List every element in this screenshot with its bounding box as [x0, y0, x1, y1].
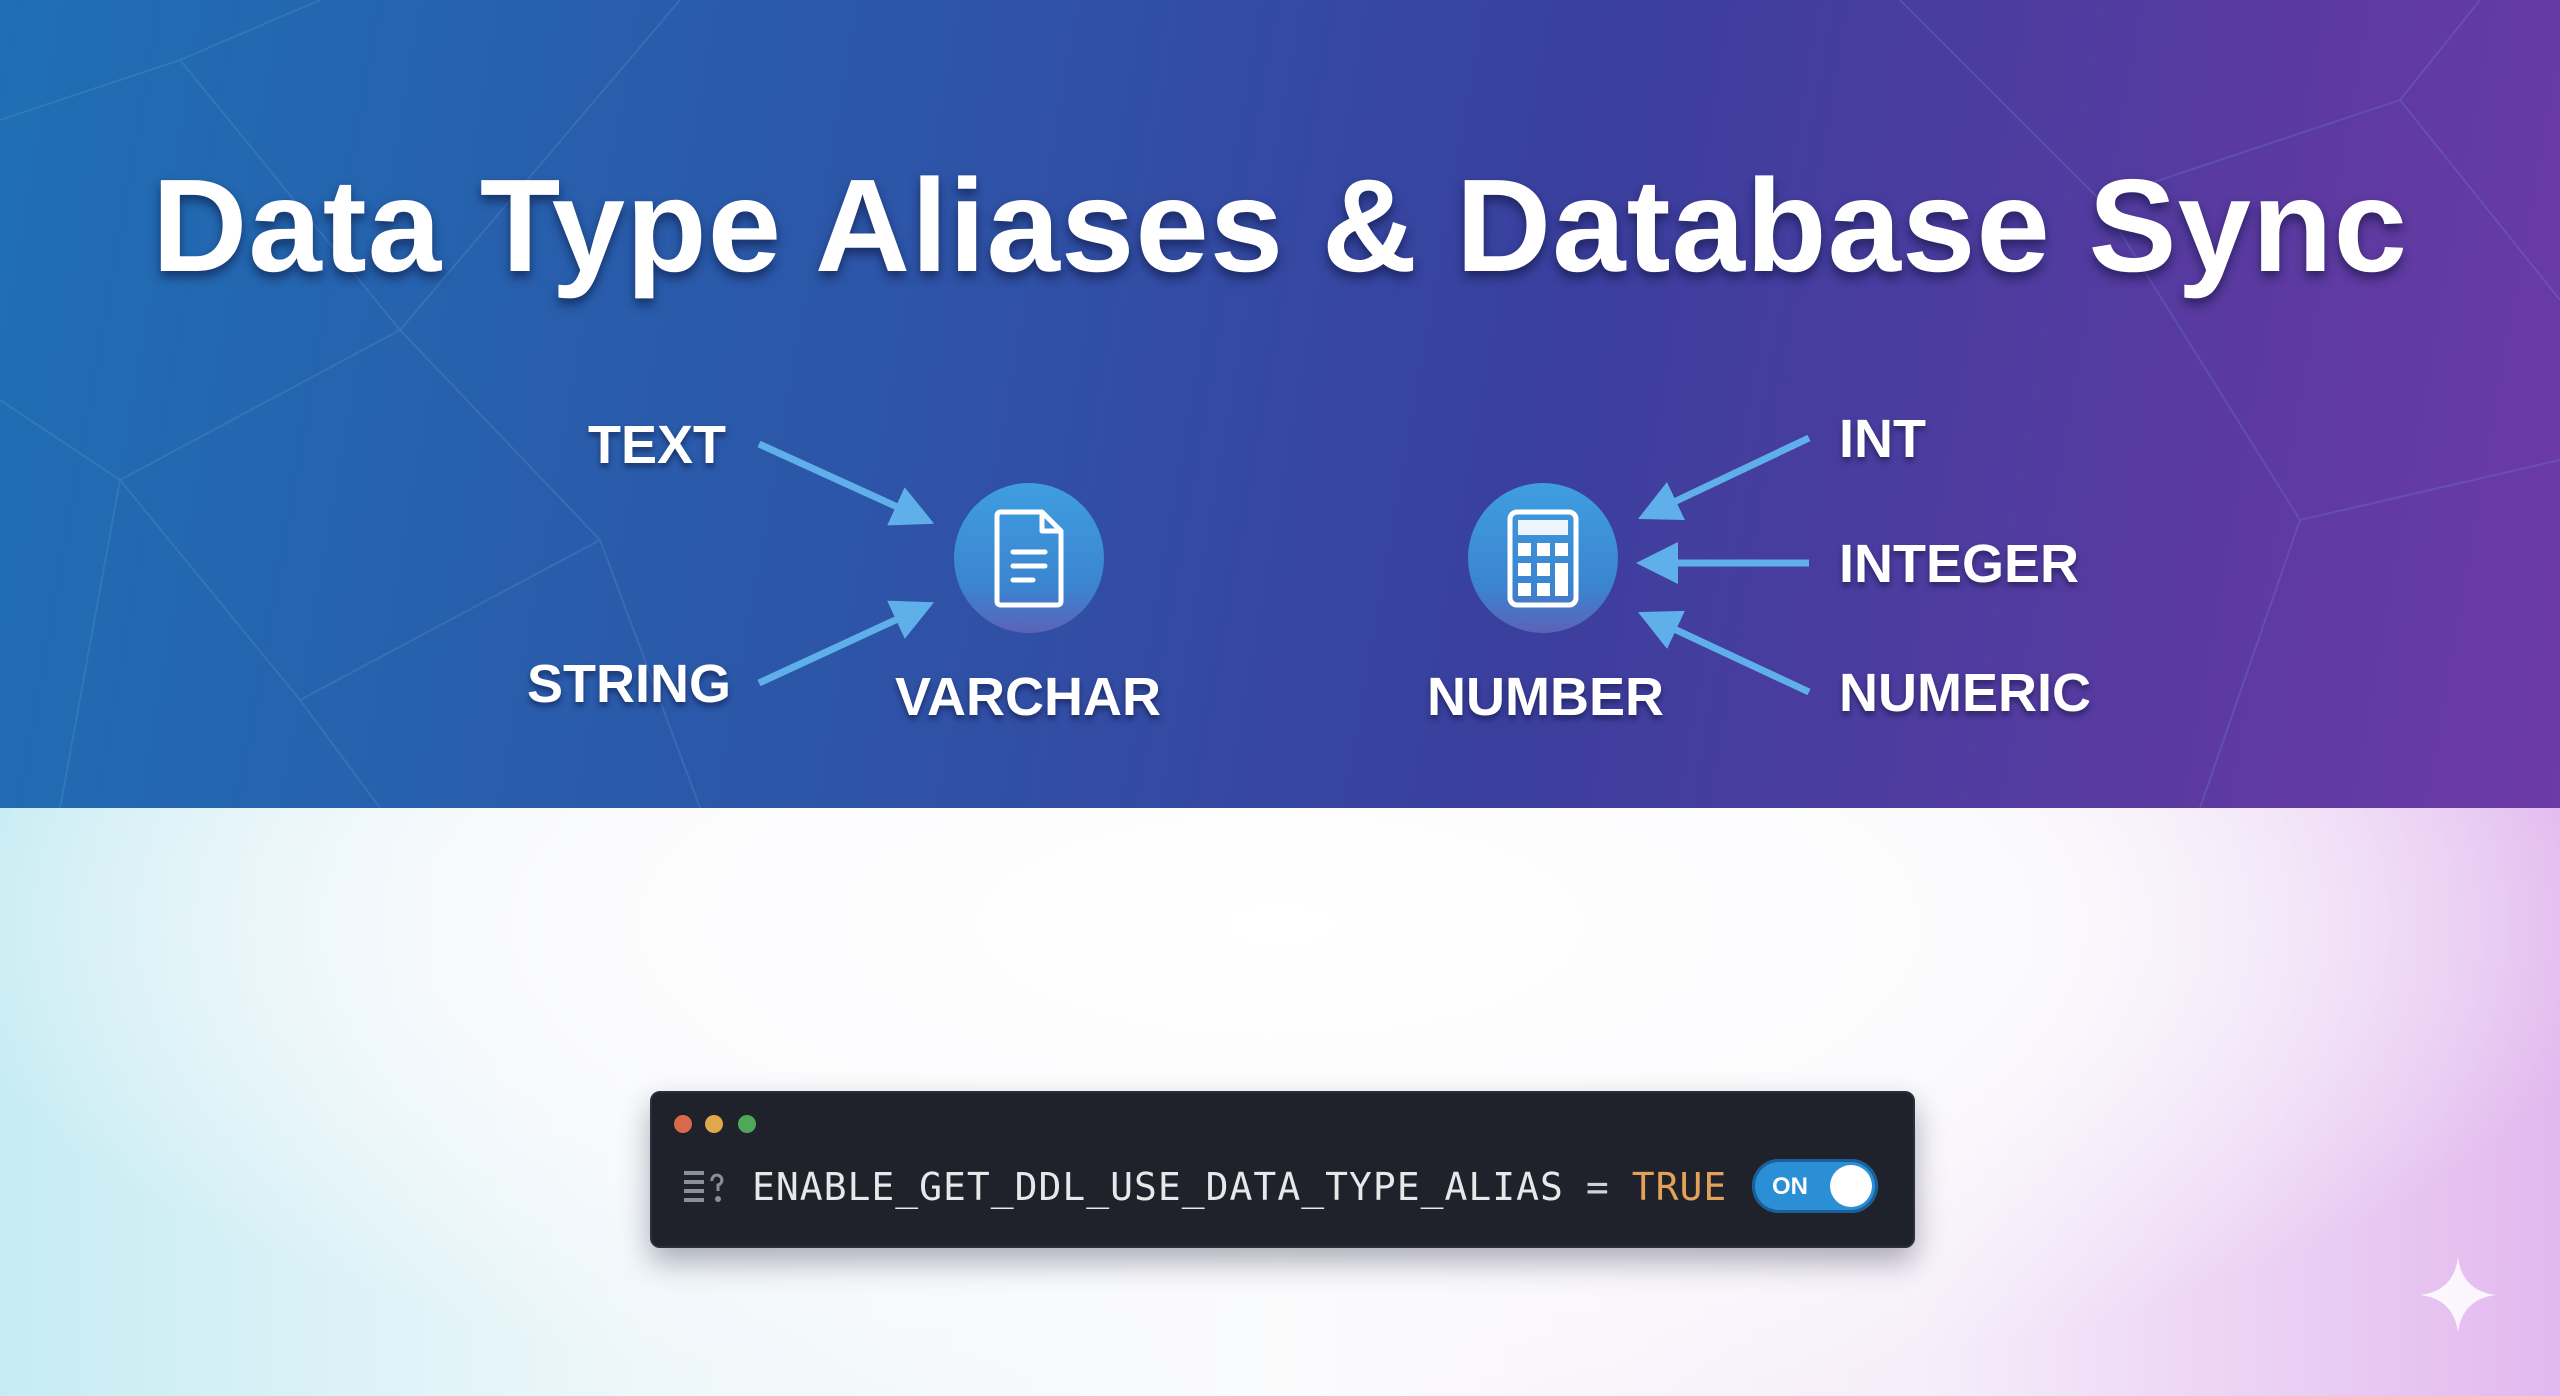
arrow-numeric-to-number [1637, 610, 1811, 696]
alias-label-text: TEXT [588, 415, 727, 475]
document-icon [954, 483, 1104, 633]
alias-label-string: STRING [527, 654, 732, 714]
alias-label-integer: INTEGER [1839, 534, 2080, 594]
enable-toggle[interactable]: ON [1752, 1159, 1878, 1213]
calculator-icon [1468, 483, 1618, 633]
equals-operator: = [1585, 1165, 1610, 1209]
parameter-value: TRUE [1631, 1165, 1728, 1209]
terminal-window: ENABLE_GET_DDL_USE_DATA_TYPE_ALIAS=TRUE … [650, 1091, 1915, 1248]
minimize-dot[interactable] [705, 1115, 723, 1133]
type-label-varchar: VARCHAR [895, 667, 1161, 727]
toggle-label: ON [1772, 1173, 1808, 1200]
maximize-dot[interactable] [738, 1115, 756, 1133]
parameter-name: ENABLE_GET_DDL_USE_DATA_TYPE_ALIAS [752, 1165, 1564, 1209]
banner-graphics [0, 0, 2560, 808]
page-title: Data Type Aliases & Database Sync [152, 152, 2408, 299]
alias-label-numeric: NUMERIC [1839, 663, 2091, 723]
toggle-knob [1830, 1165, 1872, 1207]
config-line: ENABLE_GET_DDL_USE_DATA_TYPE_ALIAS = TRUE [752, 1165, 1727, 1209]
type-label-number: NUMBER [1427, 667, 1664, 727]
settings-list-icon [684, 1171, 724, 1202]
arrow-string-to-varchar [757, 600, 935, 687]
alias-label-int: INT [1839, 409, 1926, 469]
close-dot[interactable] [674, 1115, 692, 1133]
sparkle-icon [2420, 1257, 2496, 1333]
arrow-int-to-number [1638, 434, 1811, 520]
network-lines [0, 0, 2560, 808]
arrow-text-to-varchar [757, 440, 935, 526]
header-banner: Data Type Aliases & Database Sync TEXT S… [0, 0, 2560, 811]
